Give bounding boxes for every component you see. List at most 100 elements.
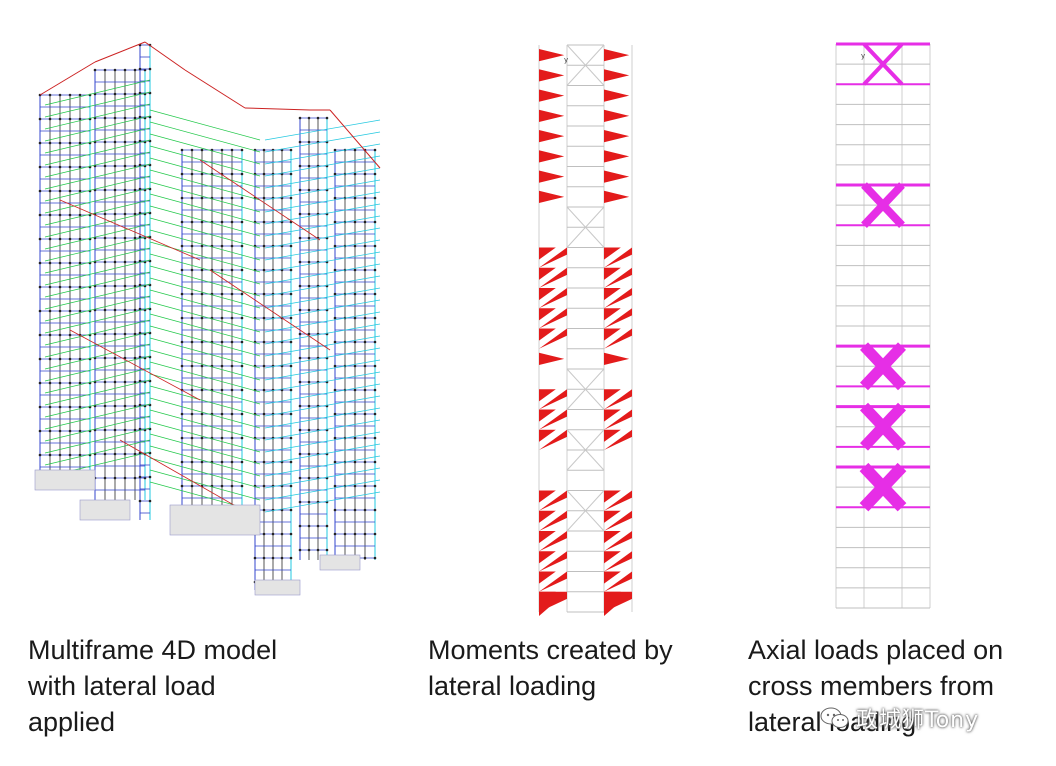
- node-dot: [363, 364, 367, 368]
- node-dot: [262, 412, 266, 416]
- node-dot: [353, 388, 357, 392]
- node-dot: [353, 172, 357, 176]
- diagonal-beam: [149, 169, 261, 201]
- node-dot: [289, 292, 293, 296]
- node-dot: [48, 309, 52, 313]
- node-dot: [138, 259, 142, 263]
- multiframe-3d-model: [34, 41, 381, 596]
- node-dot: [230, 220, 234, 224]
- node-dot: [103, 452, 107, 456]
- node-dot: [240, 316, 244, 320]
- node-dot: [103, 140, 107, 144]
- node-dot: [138, 163, 142, 167]
- node-dot: [298, 284, 302, 288]
- node-dot: [333, 244, 337, 248]
- roof-edge: [184, 69, 246, 109]
- node-dot: [298, 428, 302, 432]
- node-dot: [78, 405, 82, 409]
- node-dot: [200, 364, 204, 368]
- node-dot: [148, 475, 152, 479]
- moment-triangle: [539, 531, 567, 552]
- diagonal-beam: [149, 229, 261, 261]
- node-dot: [307, 524, 311, 528]
- node-dot: [38, 285, 42, 289]
- x-brace: [566, 429, 605, 471]
- node-dot: [123, 236, 127, 240]
- node-dot: [48, 93, 52, 97]
- node-dot: [138, 307, 142, 311]
- node-dot: [373, 484, 377, 488]
- node-dot: [180, 268, 184, 272]
- diagonal-beam: [149, 253, 261, 285]
- node-dot: [138, 331, 142, 335]
- node-dot: [190, 220, 194, 224]
- node-dot: [38, 381, 42, 385]
- node-dot: [262, 292, 266, 296]
- moment-triangle: [604, 571, 632, 592]
- node-dot: [353, 316, 357, 320]
- node-dot: [123, 164, 127, 168]
- node-dot: [123, 188, 127, 192]
- node-dot: [289, 532, 293, 536]
- node-dot: [133, 356, 137, 360]
- diagonal-beam: [44, 139, 151, 166]
- node-dot: [307, 500, 311, 504]
- moment-triangle: [604, 510, 632, 531]
- node-dot: [48, 165, 52, 169]
- x-brace: [566, 490, 605, 532]
- node-dot: [353, 268, 357, 272]
- node-dot: [220, 436, 224, 440]
- node-dot: [363, 436, 367, 440]
- node-dot: [68, 333, 72, 337]
- caption-line: applied: [28, 707, 116, 737]
- diagonal-beam: [264, 239, 381, 261]
- moment-triangle: [604, 247, 621, 260]
- node-dot: [353, 412, 357, 416]
- moment-triangle: [604, 551, 632, 572]
- node-dot: [138, 499, 142, 503]
- moment-triangle: [604, 109, 630, 122]
- node-dot: [240, 244, 244, 248]
- node-dot: [262, 220, 266, 224]
- diagonal-beam: [149, 385, 261, 417]
- node-dot: [133, 212, 137, 216]
- node-dot: [38, 333, 42, 337]
- node-dot: [200, 220, 204, 224]
- node-dot: [48, 237, 52, 241]
- node-dot: [307, 404, 311, 408]
- moment-triangle: [539, 69, 565, 82]
- diagonal-beam: [44, 175, 151, 202]
- node-dot: [78, 453, 82, 457]
- node-dot: [262, 196, 266, 200]
- node-dot: [78, 381, 82, 385]
- node-dot: [262, 436, 266, 440]
- diagonal-beam: [44, 403, 151, 430]
- node-dot: [307, 188, 311, 192]
- moment-triangle: [604, 170, 630, 183]
- node-dot: [133, 68, 137, 72]
- node-dot: [298, 476, 302, 480]
- roof-edge: [244, 107, 311, 111]
- diagonal-beam: [264, 179, 381, 201]
- node-dot: [262, 532, 266, 536]
- diagonal-beam: [44, 379, 151, 406]
- node-dot: [68, 93, 72, 97]
- node-dot: [190, 388, 194, 392]
- moment-triangle: [539, 409, 556, 422]
- node-dot: [123, 476, 127, 480]
- moment-triangle: [539, 190, 565, 203]
- moment-triangle: [604, 328, 621, 341]
- node-dot: [220, 484, 224, 488]
- node-dot: [325, 116, 329, 120]
- frame-block: [180, 148, 244, 520]
- node-dot: [123, 212, 127, 216]
- node-dot: [373, 220, 377, 224]
- node-dot: [373, 172, 377, 176]
- node-dot: [262, 484, 266, 488]
- diagonal-beam: [149, 277, 261, 309]
- diagonal-beam: [149, 289, 261, 321]
- node-dot: [230, 340, 234, 344]
- node-dot: [200, 172, 204, 176]
- node-dot: [48, 405, 52, 409]
- node-dot: [220, 364, 224, 368]
